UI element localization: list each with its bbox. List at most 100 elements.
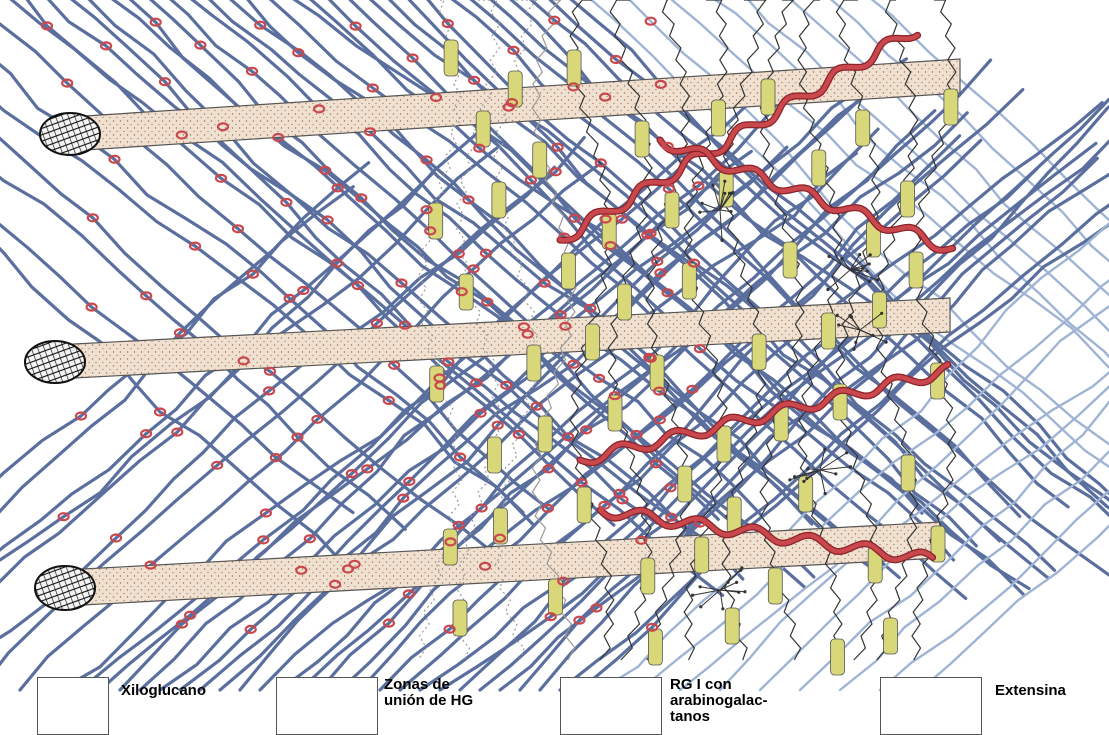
microfibril-end-cap [35, 566, 95, 610]
hg-junction-zone [901, 181, 915, 217]
rg-branch-tip [871, 334, 874, 337]
legend-box-xiloglucano [37, 677, 109, 735]
rg-branch-tip [698, 211, 701, 214]
hg-junction-zone [799, 476, 813, 512]
rg-branch-tip [723, 192, 726, 195]
rg-branch-tip [730, 192, 733, 195]
hg-junction-zone [822, 313, 836, 349]
hg-junction-zone [508, 71, 522, 107]
hg-junction-zone [533, 142, 547, 178]
rg-branch-tip [788, 478, 791, 481]
rg-branch-tip [826, 288, 829, 291]
rg-branch-tip [885, 341, 888, 344]
rg-branch-tip [721, 607, 724, 610]
hg-junction-zone [443, 529, 457, 565]
rg-branch-tip [691, 594, 694, 597]
hg-junction-zone [562, 253, 576, 289]
hg-junction-zone [585, 324, 599, 360]
xyloglucan-strand [0, 0, 533, 525]
rg-branch-tip [858, 253, 861, 256]
rg-branch-tip [735, 581, 738, 584]
hg-junction-zone [492, 182, 506, 218]
rg-branch [701, 590, 720, 607]
rg-branch-tip [723, 180, 726, 183]
rg-branch-tip [740, 566, 743, 569]
hg-junction-zone [783, 242, 797, 278]
rg-branch-tip [840, 257, 843, 260]
hg-junction-zone [695, 537, 709, 573]
hg-junction-zone [665, 192, 679, 228]
rg-branch-tip [699, 605, 702, 608]
hg-junction-zone [856, 110, 870, 146]
rg-branch [820, 470, 825, 494]
rg-branch-tip [729, 210, 732, 213]
rg-branch-tip [721, 239, 724, 242]
hg-junction-zone [635, 121, 649, 157]
rg-branch-tip [861, 267, 864, 270]
rg-branch-tip [806, 467, 809, 470]
hg-junction-zone [768, 568, 782, 604]
rg-branch-tip [836, 314, 839, 317]
hg-junction-zone [527, 345, 541, 381]
hg-junction-zone [577, 487, 591, 523]
legend-label-xiloglucano: Xiloglucano [121, 683, 206, 699]
rg-branch-tip [823, 448, 826, 451]
rg-branch-tip [834, 472, 837, 475]
rg-branch-tip [868, 280, 871, 283]
rg-branch-tip [712, 184, 715, 187]
hg-junction-zone [476, 111, 490, 147]
rg-branch-tip [854, 341, 857, 344]
hg-junction-zone [909, 252, 923, 288]
legend-label-rg: RG I con arabinogalac- tanos [670, 677, 768, 725]
rg-branch-tip [849, 465, 852, 468]
hg-junction-zone [567, 50, 581, 86]
hg-junction-zone [944, 89, 958, 125]
hg-junction-zone [725, 608, 739, 644]
microfibril-end-cap [25, 341, 85, 383]
legend-box-extensina [880, 677, 982, 735]
rg-branch-tip [869, 253, 872, 256]
hg-junction-zone [641, 558, 655, 594]
rg-branch-tip [866, 270, 869, 273]
microfibril-end-cap [40, 113, 100, 155]
hg-junction-zone [831, 639, 845, 675]
hg-junction-zone [711, 100, 725, 136]
hg-junction-zone [538, 416, 552, 452]
hg-junction-zone [678, 466, 692, 502]
rg-branch-tip [802, 480, 805, 483]
rg-branch-tip [880, 312, 883, 315]
legend-label-hg: Zonas de unión de HG [384, 677, 473, 709]
rg-branch [820, 470, 836, 474]
hg-junction-zone [752, 334, 766, 370]
rg-branch-tip [837, 323, 840, 326]
hg-junction-zone [487, 437, 501, 473]
hg-junction-zone [873, 292, 887, 328]
hg-junction-zone [901, 455, 915, 491]
rg-branch-tip [868, 262, 871, 265]
rg-branch-tip [852, 348, 855, 351]
hg-junction-zone [682, 263, 696, 299]
hg-junction-zone [608, 395, 622, 431]
rg-branch-tip [701, 202, 704, 205]
legend-box-hg [276, 677, 378, 735]
hg-junction-zone [761, 79, 775, 115]
rg-branch-tip [699, 585, 702, 588]
rg-branch-tip [845, 451, 848, 454]
rg-branch-tip [743, 590, 746, 593]
hg-junction-zone [812, 150, 826, 186]
legend-label-extensina: Extensina [995, 683, 1066, 699]
rg-branch-tip [849, 315, 852, 318]
rg-branch-tip [828, 255, 831, 258]
hg-junction-zone [717, 426, 731, 462]
rg-branch-tip [876, 278, 879, 281]
hg-junction-zone [444, 40, 458, 76]
rg-branch [720, 568, 742, 590]
rg-branch-tip [737, 591, 740, 594]
rg-branch-tip [824, 492, 827, 495]
rg-branch [693, 590, 720, 595]
hg-junction-zone [618, 284, 632, 320]
hg-junction-zone [648, 629, 662, 665]
legend-box-rg [560, 677, 662, 735]
